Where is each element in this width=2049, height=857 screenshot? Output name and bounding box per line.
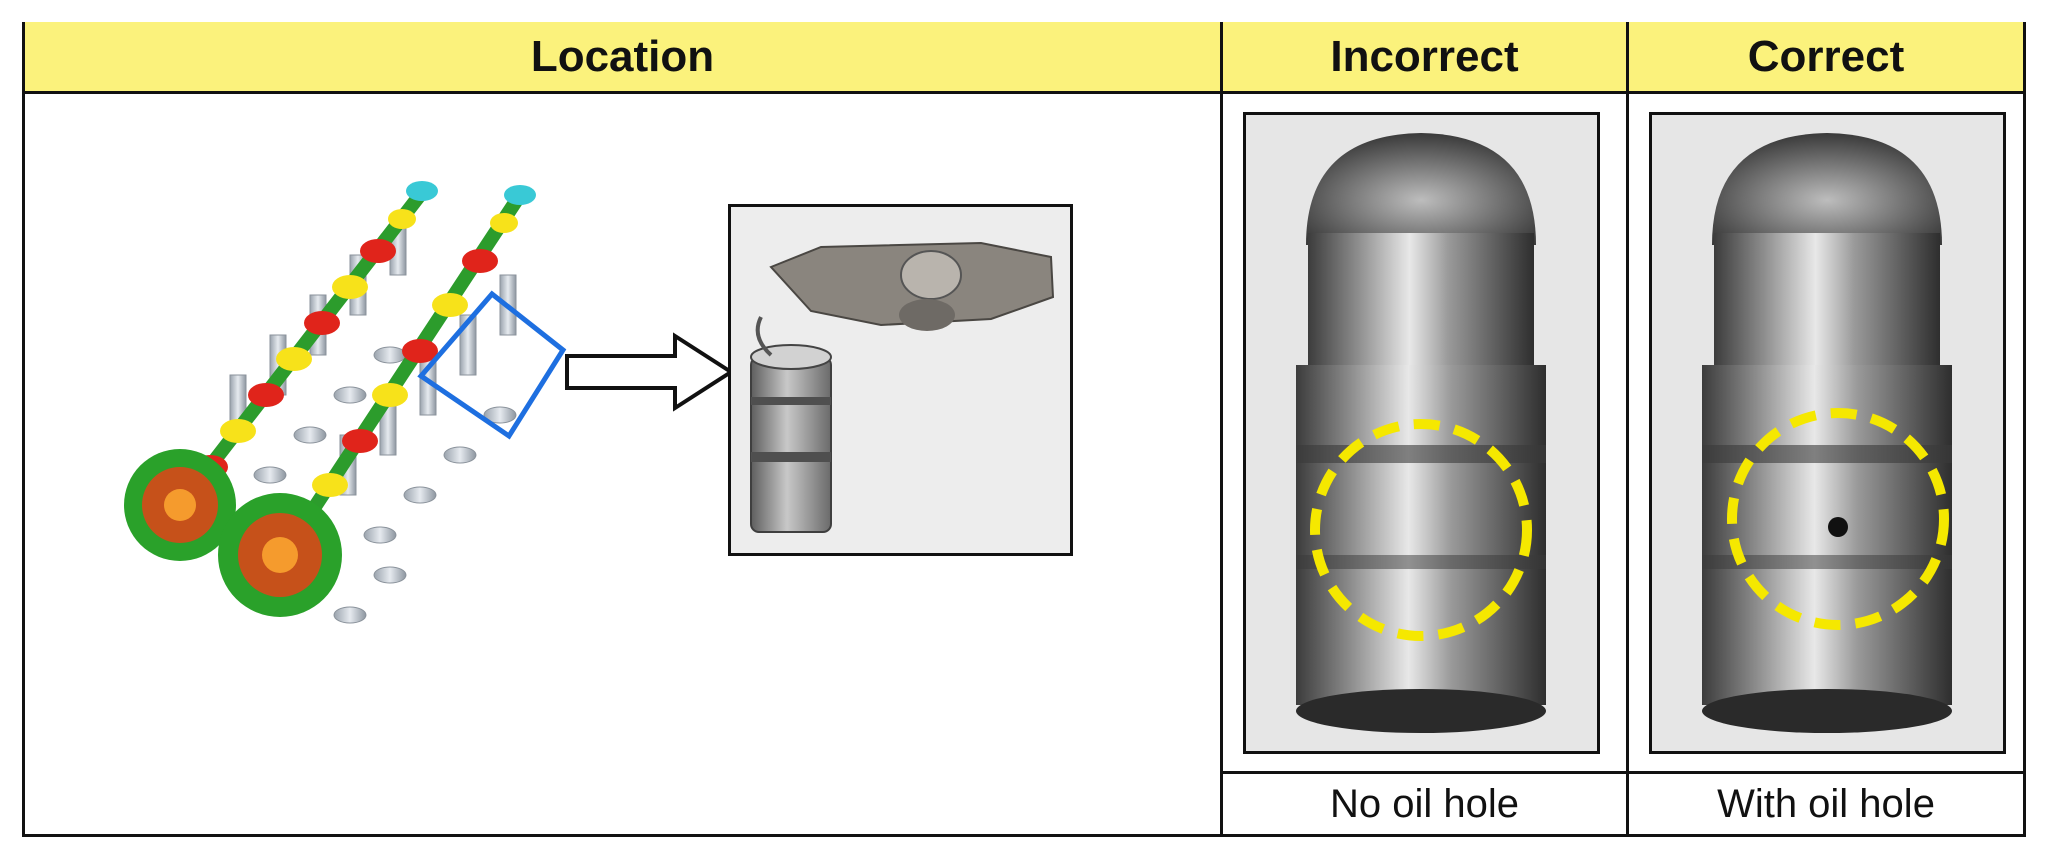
selection-box xyxy=(417,290,567,440)
caption-row-divider xyxy=(1220,771,2026,774)
header-correct: Correct xyxy=(1629,22,2023,94)
caption-incorrect: No oil hole xyxy=(1329,781,1519,826)
rocker-arm-lifter-photo xyxy=(728,204,1073,556)
column-divider xyxy=(1626,22,1629,837)
header-location: Location xyxy=(25,22,1220,94)
header-incorrect: Incorrect xyxy=(1223,22,1626,94)
lifter-without-oil-hole-photo xyxy=(1243,112,1600,754)
arrow-icon xyxy=(565,332,735,412)
camshaft-assembly-image xyxy=(110,175,590,645)
caption-correct: With oil hole xyxy=(1717,781,1935,826)
lifter-with-oil-hole-photo xyxy=(1649,112,2006,754)
column-divider xyxy=(1220,22,1223,837)
